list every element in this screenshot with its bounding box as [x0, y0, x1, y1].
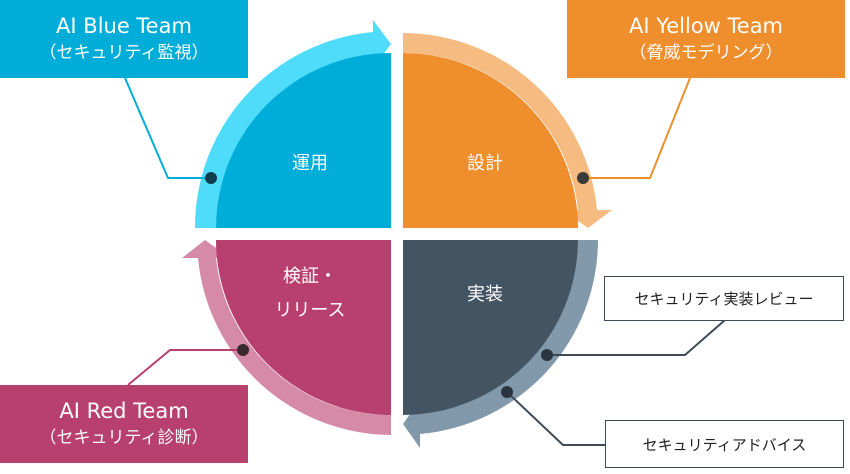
advice-connector: [506, 391, 605, 446]
review-connector: [547, 319, 726, 356]
operate-quadrant: [216, 53, 391, 228]
implement-arrow-band: [403, 240, 598, 448]
blue-team-connector: [124, 77, 211, 179]
review-dot: [541, 349, 553, 361]
phase-implement-label: 実装: [467, 284, 503, 305]
blue-team-title: AI Blue Team: [56, 14, 192, 38]
yellow-team-connector: [583, 77, 691, 179]
yellow-team-box: AI Yellow Team （脅威モデリング）: [567, 0, 845, 78]
blue-team-subtitle: （セキュリティ監視）: [39, 43, 209, 63]
red-team-title: AI Red Team: [59, 399, 189, 423]
red-team-subtitle: （セキュリティ診断）: [39, 428, 209, 448]
design-arrow-band: [403, 33, 612, 228]
advice-dot: [501, 386, 513, 398]
yellow-team-dot: [577, 172, 589, 184]
phase-verify-label: 検証・ リリース: [250, 260, 370, 328]
yellow-team-title: AI Yellow Team: [628, 14, 784, 38]
phase-operate-label: 運用: [292, 153, 328, 174]
security-advice-box: セキュリティアドバイス: [605, 420, 844, 468]
phase-verify-line2: リリース: [274, 300, 346, 321]
blue-team-dot: [205, 172, 217, 184]
phase-verify-line1: 検証・: [283, 266, 337, 287]
blue-team-box: AI Blue Team （セキュリティ監視）: [0, 0, 248, 78]
red-team-box: AI Red Team （セキュリティ診断）: [0, 385, 248, 463]
phase-design-label: 設計: [467, 153, 503, 174]
red-team-connector: [127, 349, 243, 386]
security-review-box: セキュリティ実装レビュー: [604, 276, 844, 321]
design-quadrant: [403, 53, 578, 228]
yellow-team-subtitle: （脅威モデリング）: [629, 43, 783, 63]
red-team-dot: [237, 344, 249, 356]
operate-arrow-band: [194, 20, 391, 228]
verify-arrow-band: [182, 240, 391, 435]
verify-quadrant: [216, 240, 391, 415]
implement-quadrant: [403, 240, 578, 415]
